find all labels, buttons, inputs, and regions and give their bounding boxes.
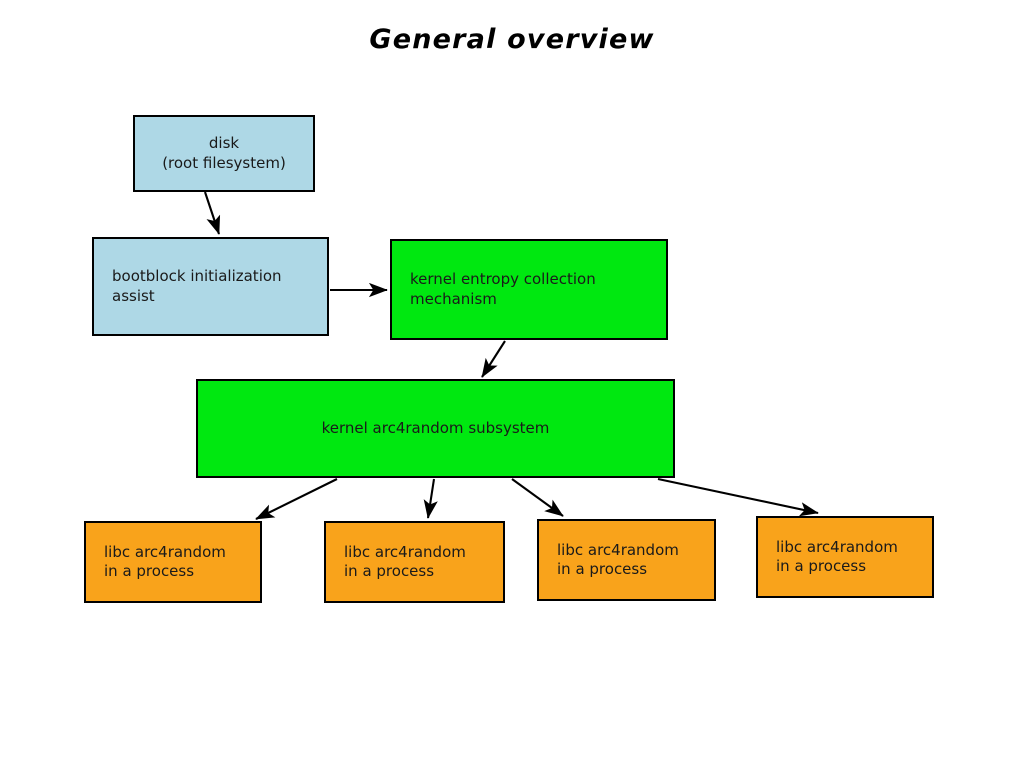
- page-title: General overview: [369, 24, 655, 55]
- node-label-libc-process-3: libc arc4random in a process: [557, 540, 679, 578]
- arrow-arc4random-to-process-1: [255, 478, 338, 520]
- node-label-libc-process-4: libc arc4random in a process: [776, 537, 898, 575]
- arrow-arc4random-to-process-3: [511, 478, 564, 517]
- node-disk[interactable]: disk (root filesystem): [133, 115, 315, 192]
- node-libc-process-3[interactable]: libc arc4random in a process: [537, 519, 716, 601]
- node-label-kernel-entropy: kernel entropy collection mechanism: [410, 270, 596, 308]
- arrow-arc4random-to-process-4: [657, 477, 819, 517]
- node-bootblock[interactable]: bootblock initialization assist: [92, 237, 329, 336]
- node-label-bootblock: bootblock initialization assist: [112, 267, 282, 305]
- node-kernel-entropy[interactable]: kernel entropy collection mechanism: [390, 239, 668, 340]
- node-label-libc-process-1: libc arc4random in a process: [104, 542, 226, 580]
- node-libc-process-1[interactable]: libc arc4random in a process: [84, 521, 262, 603]
- node-libc-process-4[interactable]: libc arc4random in a process: [756, 516, 934, 598]
- node-label-libc-process-2: libc arc4random in a process: [344, 542, 466, 580]
- node-label-kernel-arc4random: kernel arc4random subsystem: [321, 418, 550, 437]
- arrow-arc4random-to-process-2: [423, 478, 438, 519]
- node-libc-process-2[interactable]: libc arc4random in a process: [324, 521, 505, 603]
- arrow-kernel-entropy-to-arc4random: [481, 340, 506, 378]
- arrow-disk-to-bootblock: [204, 191, 221, 235]
- node-kernel-arc4random[interactable]: kernel arc4random subsystem: [196, 379, 675, 478]
- node-label-disk: disk (root filesystem): [162, 134, 286, 172]
